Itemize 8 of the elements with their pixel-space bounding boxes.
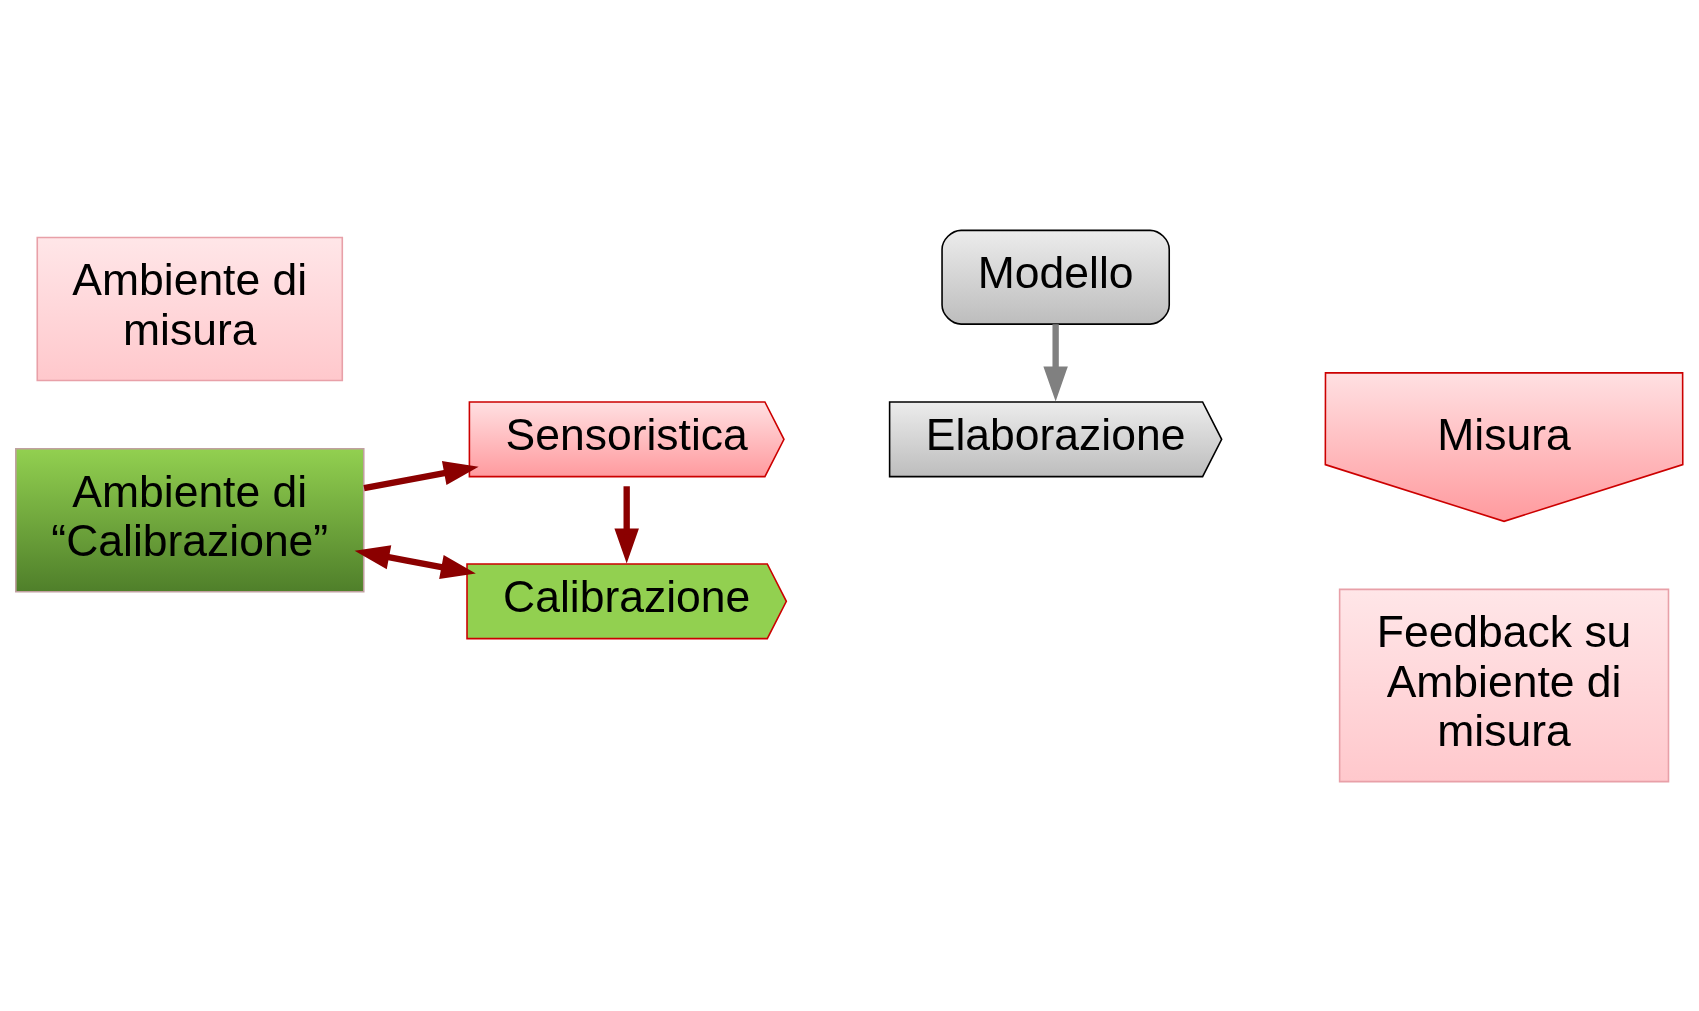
arrow [614,485,639,563]
node-box: Ambiente di misura [36,236,344,381]
arrow [1043,323,1068,401]
arrow [354,544,476,579]
node-box: Modello [941,229,1171,325]
node-box: Feedback su Ambiente di misura [1338,588,1670,782]
node-box: Ambiente di “Calibrazione” [15,447,365,593]
arrow [363,460,479,491]
